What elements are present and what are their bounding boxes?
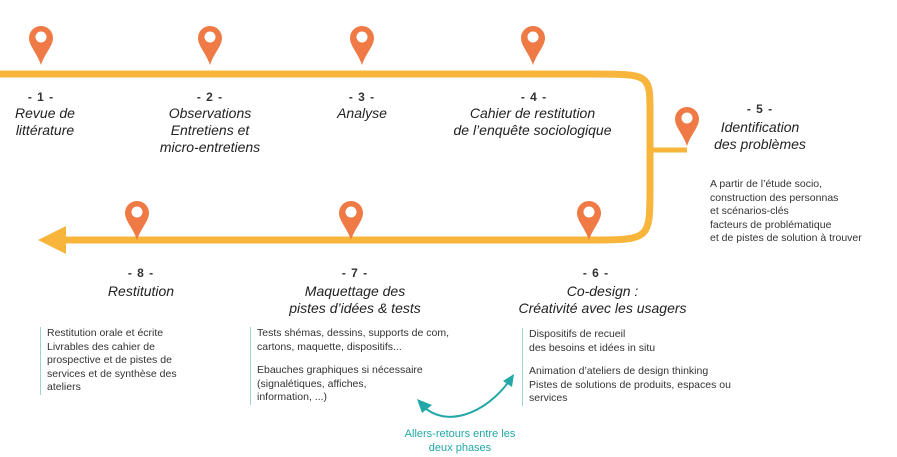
step-1-number: - 1 - [27, 90, 55, 104]
step-7-description: Tests shémas, dessins, supports de com, … [250, 327, 449, 405]
step-7-number: - 7 - [341, 266, 369, 280]
step-8-number: - 8 - [127, 266, 155, 280]
step-8-description: Restitution orale et écrite Livrables de… [40, 327, 177, 395]
step-2-number: - 2 - [196, 90, 224, 104]
step-4-number: - 4 - [520, 90, 548, 104]
step-5-title: Identification des problèmes [714, 119, 806, 152]
step-8-title: Restitution [107, 283, 175, 299]
round-trip-arrowhead-left-icon [417, 399, 432, 413]
pin-step-7-icon [339, 201, 363, 240]
step-6-number: - 6 - [582, 266, 610, 280]
step-4-title: Cahier de restitution de l’enquête socio… [453, 105, 612, 138]
pin-step-8-icon [125, 201, 149, 240]
step-2-title: Observations Entretiens et micro-entreti… [159, 105, 261, 155]
flow-arrowhead [38, 226, 66, 254]
step-5-number: - 5 - [746, 102, 774, 116]
step-6-title: Co-design : Créativité avec les usagers [518, 283, 687, 316]
pin-step-3-icon [350, 26, 374, 65]
step-5-description: A partir de l’étude socio, construction … [710, 178, 862, 244]
step-7-title: Maquettage des pistes d’idées & tests [289, 283, 421, 316]
round-trip-note: Allers-retours entre les deux phases [404, 428, 516, 454]
flow-path [0, 70, 654, 244]
pin-step-6-icon [577, 201, 601, 240]
pin-step-5-icon [675, 107, 699, 146]
step-1-title: Revue de littérature [15, 105, 75, 138]
pin-step-1-icon [29, 26, 53, 65]
round-trip-arrowhead-right-icon [503, 374, 514, 387]
step-3-title: Analyse [337, 105, 387, 121]
step-6-description: Dispositifs de recueil des besoins et id… [522, 328, 731, 406]
round-trip-arrow-icon [422, 379, 511, 418]
pin-step-4-icon [521, 26, 545, 65]
step-3-number: - 3 - [348, 90, 376, 104]
pin-step-2-icon [198, 26, 222, 65]
